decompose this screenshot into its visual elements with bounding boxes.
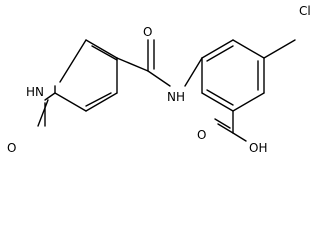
acid-carbonyl-oxygen-label: O [197,128,206,142]
ring-hn-label: HN [26,85,44,99]
carboxylic-acid-group [214,110,247,142]
c-cl-bond [263,39,296,59]
pyridone-oxygen-label: O [7,141,16,155]
amide-nh-label: NH [167,90,185,104]
benzene-ring [201,39,265,112]
molecule-structure: Cl O OH NH O HN O [7,4,311,155]
pyridone-ring [37,39,118,127]
chlorine-label: Cl [299,4,311,18]
amide-linkage [116,39,203,87]
amide-oxygen-label: O [143,25,152,39]
acid-hydroxyl-label: OH [249,141,267,155]
